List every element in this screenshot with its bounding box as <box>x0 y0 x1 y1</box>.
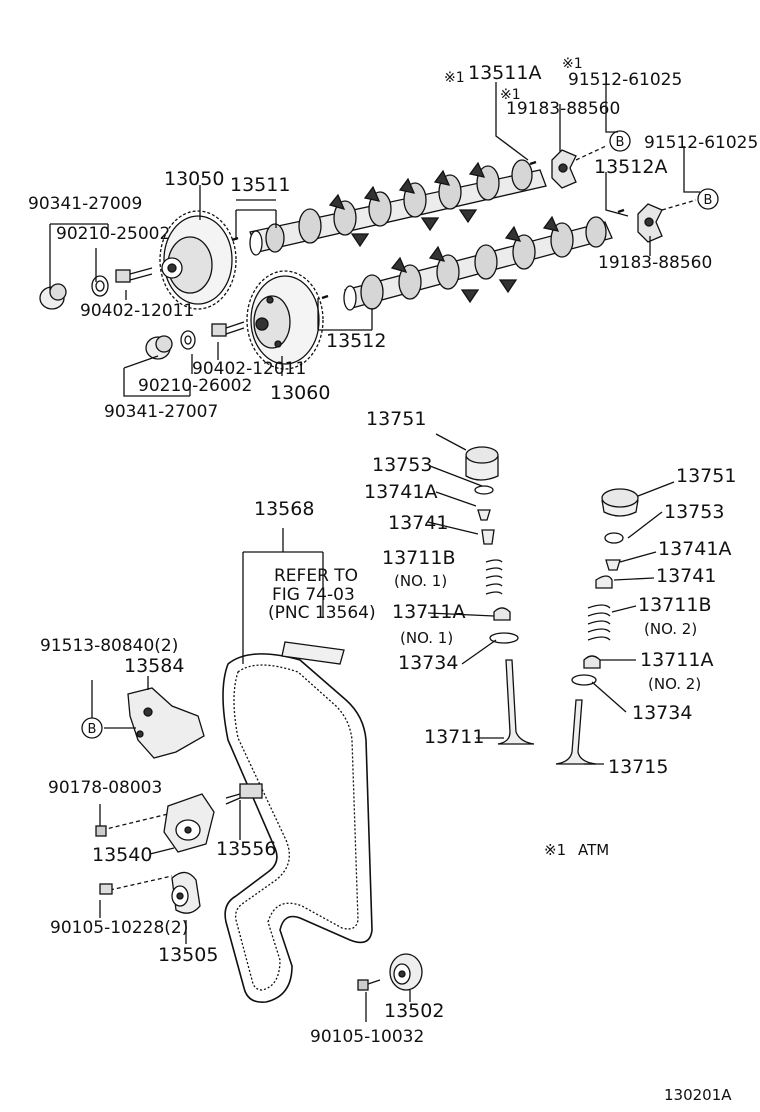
label-13512a: 13512A <box>594 156 668 178</box>
note-mark-19183: ※1 <box>500 87 521 103</box>
label-13711: 13711 <box>424 726 485 748</box>
label-90105-10228: 90105-10228(2) <box>50 918 189 938</box>
intake-camshaft <box>249 159 547 256</box>
label-13711b-left: 13711B <box>382 547 456 569</box>
bolt-90402-12011-upper <box>115 267 153 283</box>
label-13540: 13540 <box>92 844 153 866</box>
label-13050: 13050 <box>164 168 225 190</box>
label-13741a-left: 13741A <box>364 481 438 503</box>
label-13751-left: 13751 <box>366 408 427 430</box>
label-no2-b: (NO. 2) <box>648 675 702 693</box>
label-no1-a: (NO. 1) <box>394 572 448 590</box>
connector-b-right: B <box>704 193 713 208</box>
valve-stack-intake <box>465 446 535 745</box>
label-90341-27007: 90341-27007 <box>104 402 219 422</box>
note-mark-91512: ※1 <box>562 56 583 72</box>
plug-90341-27009 <box>39 283 67 310</box>
label-90402-12011-upper: 90402-12011 <box>80 301 195 321</box>
label-13502: 13502 <box>384 1000 445 1022</box>
tensioner-spring-13556 <box>225 783 263 805</box>
label-91513-80840: 91513-80840(2) <box>40 636 179 656</box>
footnote-text: ATM <box>578 841 610 859</box>
figure-id: 130201A <box>664 1086 732 1104</box>
label-no2-a: (NO. 2) <box>644 620 698 638</box>
label-13511: 13511 <box>230 174 291 196</box>
exhaust-camshaft <box>343 215 613 311</box>
label-13741a-right: 13741A <box>658 538 732 560</box>
label-13741-left: 13741 <box>388 512 449 534</box>
label-90210-26002: 90210-26002 <box>138 376 253 396</box>
connector-b-top: B <box>616 135 625 150</box>
label-90341-27009: 90341-27009 <box>28 194 143 214</box>
tensioner-bracket-13584 <box>127 687 205 759</box>
label-19183-88560-top: 19183-88560 <box>506 99 621 119</box>
timing-rotor-upper <box>551 149 577 189</box>
label-13751-right: 13751 <box>676 465 737 487</box>
timing-rotor-right <box>637 203 663 243</box>
label-13512: 13512 <box>326 330 387 352</box>
refer-note-line-1: REFER TO <box>274 566 359 586</box>
label-13568: 13568 <box>254 498 315 520</box>
camshaft-timing-pulley-13050 <box>159 210 237 310</box>
label-13753-right: 13753 <box>664 501 725 523</box>
label-91512-61025-right: 91512-61025 <box>644 133 759 153</box>
valve-stack-exhaust <box>555 488 639 765</box>
footnote-mark: ※1 <box>544 841 567 859</box>
label-13060: 13060 <box>270 382 331 404</box>
label-13741-right: 13741 <box>656 565 717 587</box>
label-no1-b: (NO. 1) <box>400 629 454 647</box>
label-90402-12011-lower: 90402-12011 <box>192 359 307 379</box>
label-19183-88560-right: 19183-88560 <box>598 253 713 273</box>
label-13556: 13556 <box>216 838 277 860</box>
label-13753-left: 13753 <box>372 454 433 476</box>
refer-note-line-3: (PNC 13564) <box>268 603 376 623</box>
idler-pulley-13505 <box>171 871 201 914</box>
label-90105-10032: 90105-10032 <box>310 1027 425 1047</box>
tensioner-pulley-13540 <box>163 793 215 853</box>
label-13505: 13505 <box>158 944 219 966</box>
label-90210-25002: 90210-25002 <box>56 224 171 244</box>
label-13715: 13715 <box>608 756 669 778</box>
idler-pulley-13502 <box>389 953 423 991</box>
washer-90210-25002 <box>91 275 109 297</box>
label-13584: 13584 <box>124 655 185 677</box>
label-13511a: 13511A <box>468 62 542 84</box>
label-13711b-right: 13711B <box>638 594 712 616</box>
refer-note-line-2: FIG 74-03 <box>272 585 355 605</box>
camshaft-timing-pulley-13060 <box>246 270 324 370</box>
connector-b-left: B <box>88 722 97 737</box>
note-mark-13511a: ※1 <box>444 70 465 86</box>
label-90178-08003: 90178-08003 <box>48 778 163 798</box>
label-13711a-left: 13711A <box>392 601 466 623</box>
label-13734-left: 13734 <box>398 652 459 674</box>
label-13734-right: 13734 <box>632 702 693 724</box>
bolt-90402-12011-lower <box>211 321 245 337</box>
label-13711a-right: 13711A <box>640 649 714 671</box>
timing-belt-13568 <box>222 653 373 1004</box>
label-91512-61025-top: 91512-61025 <box>568 70 683 90</box>
washer-90210-26002 <box>180 330 196 350</box>
plug-90341-27007 <box>145 335 173 360</box>
